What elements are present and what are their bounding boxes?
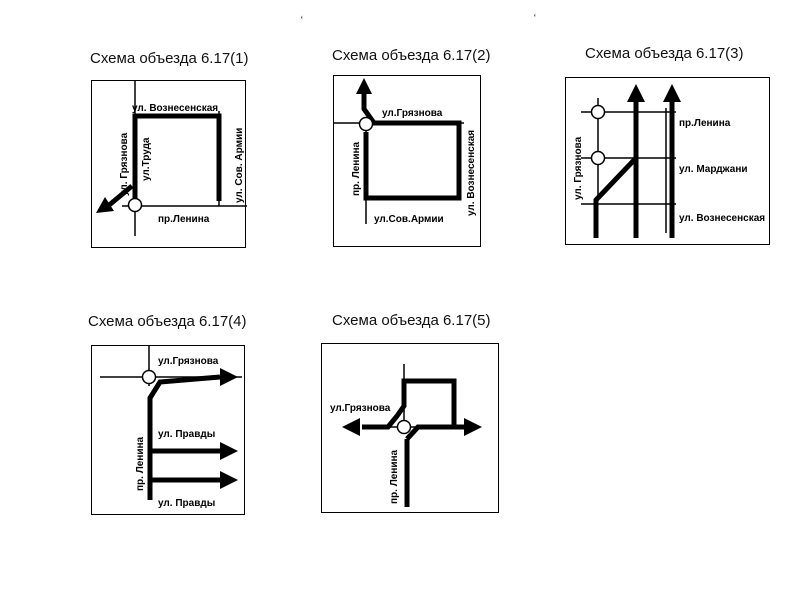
roundabout-icon [590, 104, 606, 120]
label-gryaznova: ул.Грязнова [382, 108, 443, 119]
label-lenina: пр.Ленина [158, 214, 210, 225]
scheme-5-diagram: ул.Грязнова пр. Ленина [321, 343, 499, 513]
detour-route [362, 378, 467, 430]
label-gryaznova: ул.Грязнова [158, 356, 219, 367]
scheme-5-title: Схема объезда 6.17(5) [332, 312, 491, 329]
label-lenina: пр. Ленина [389, 449, 400, 504]
route-arrowhead [220, 471, 238, 489]
scheme-3-diagram: ул. Грязнова пр.Ленина ул. Марджани ул. … [565, 77, 770, 245]
label-voznesenskaya: ул. Вознесенская [679, 213, 765, 224]
route-arrowhead [96, 197, 114, 213]
roundabout-icon [358, 116, 374, 132]
route-arrowhead [663, 84, 681, 102]
label-truda: ул.Труда [141, 137, 152, 181]
label-sov-armii: ул. Сов. Армии [234, 128, 245, 203]
detour-route [106, 184, 134, 208]
route-arrowhead [464, 418, 482, 436]
scheme-1-title: Схема объезда 6.17(1) [90, 50, 249, 67]
label-voznesenskaya: ул. Вознесенская [132, 103, 218, 114]
label-lenina: пр. Ленина [351, 141, 362, 196]
route-arrowhead [220, 368, 238, 386]
label-pravdy-1: ул. Правды [158, 429, 215, 440]
detour-route [405, 424, 462, 441]
label-mardzhani: ул. Марджани [679, 164, 748, 175]
route-arrowhead [627, 84, 645, 102]
label-voznesenskaya: ул. Вознесенская [466, 130, 477, 216]
roundabout-icon [141, 369, 157, 385]
scan-mark: ʻ [533, 12, 537, 24]
label-lenina: пр. Ленина [135, 436, 146, 491]
roundabout-icon [396, 419, 412, 435]
label-lenina: пр.Ленина [679, 118, 731, 129]
scheme-1-svg: ул. Вознесенская ул. Грязнова ул.Труда у… [96, 81, 247, 236]
route-arrowhead [356, 78, 372, 94]
detour-route [132, 113, 222, 205]
detour-route [361, 92, 462, 201]
scheme-2-diagram: ул.Грязнова пр. Ленина ул. Вознесенская … [333, 75, 481, 247]
route-arrowhead [342, 418, 360, 436]
detour-route [593, 156, 638, 238]
label-pravdy-2: ул. Правды [158, 498, 215, 509]
roundabout-icon [127, 197, 143, 213]
scheme-2-title: Схема объезда 6.17(2) [332, 47, 491, 64]
route-arrowhead [220, 442, 238, 460]
label-sov-armii: ул.Сов.Армии [374, 214, 444, 225]
label-gryaznova: ул.Грязнова [330, 403, 391, 414]
scheme-5-svg: ул.Грязнова пр. Ленина [330, 364, 482, 507]
scheme-4-diagram: ул.Грязнова ул. Правды ул. Правды пр. Ле… [91, 345, 245, 515]
scheme-2-svg: ул.Грязнова пр. Ленина ул. Вознесенская … [334, 78, 477, 225]
roundabout-icon [590, 150, 606, 166]
label-gryaznova: ул. Грязнова [119, 132, 130, 196]
scheme-1-diagram: ул. Вознесенская ул. Грязнова ул.Труда у… [91, 80, 247, 248]
label-gryaznova: ул. Грязнова [573, 136, 584, 200]
scheme-3-title: Схема объезда 6.17(3) [585, 45, 744, 62]
scheme-3-svg: ул. Грязнова пр.Ленина ул. Марджани ул. … [573, 84, 765, 238]
scan-mark: ʻ [300, 14, 304, 26]
scheme-4-svg: ул.Грязнова ул. Правды ул. Правды пр. Ле… [100, 346, 242, 509]
scheme-4-title: Схема объезда 6.17(4) [88, 313, 247, 330]
